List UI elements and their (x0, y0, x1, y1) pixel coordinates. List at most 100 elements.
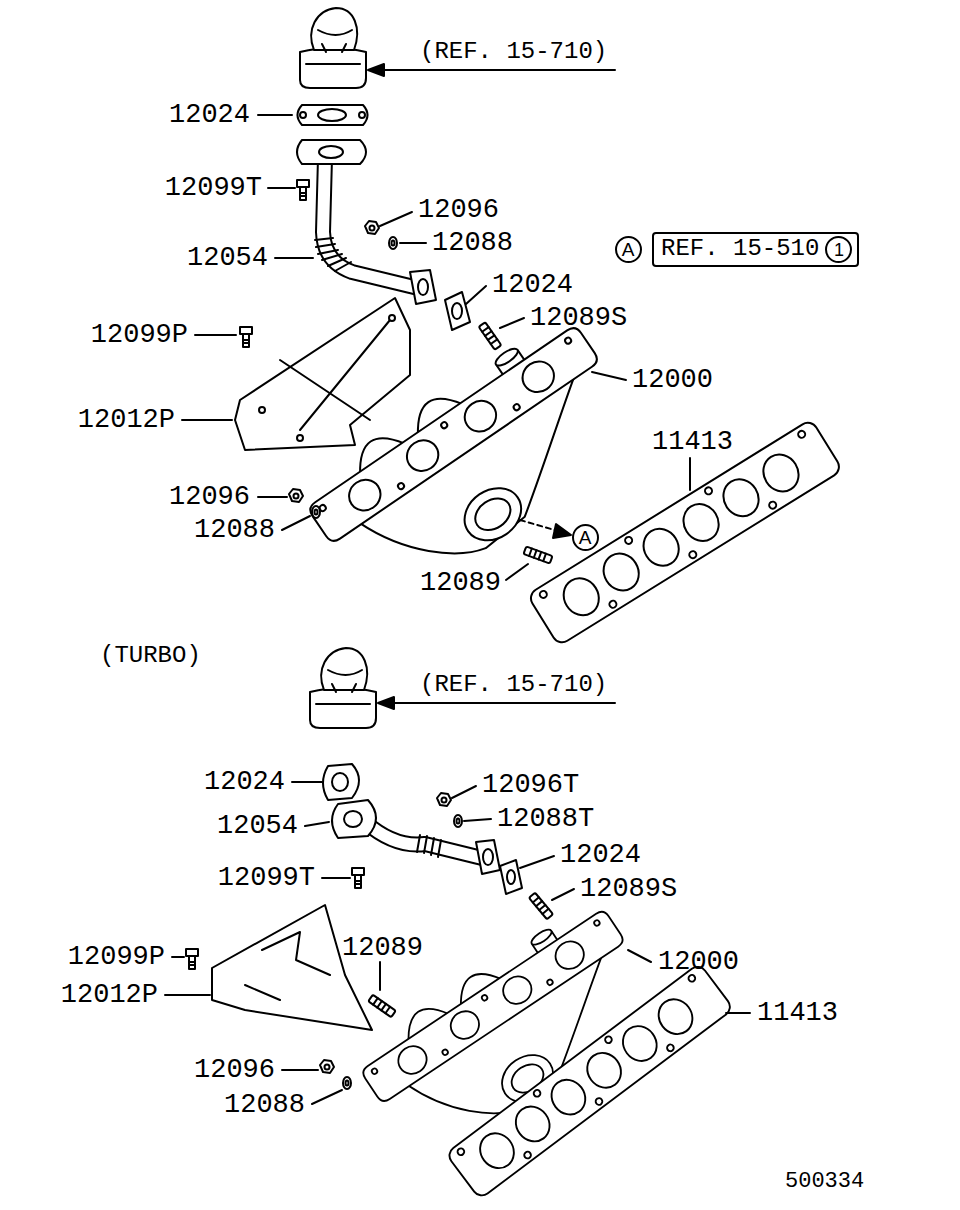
node-text: A (579, 528, 592, 547)
leader-lines (282, 1069, 318, 1071)
heat-shield (235, 298, 410, 450)
variant-note: (TURBO) (100, 644, 201, 668)
callout-number: 12096 (194, 1057, 275, 1084)
callout-number: 12096 (169, 484, 250, 511)
egr-gasket (318, 109, 346, 121)
leader-lines (452, 786, 476, 798)
bolt (186, 949, 198, 969)
reference-arrow (368, 64, 384, 76)
egr-gasket (323, 764, 359, 800)
leader-lines (689, 458, 691, 490)
egr-pipe (344, 811, 362, 827)
callout-number: 12024 (204, 769, 285, 796)
leader-lines (268, 187, 295, 189)
callout-number: 12024 (492, 272, 573, 299)
nut (365, 221, 379, 234)
egr-pipe (315, 238, 351, 271)
callout-number: 12088 (432, 230, 513, 257)
leader-lines (466, 286, 486, 304)
egr-valve (300, 8, 366, 88)
leader-lines (182, 419, 232, 421)
washer (343, 1077, 351, 1089)
leader-lines (292, 781, 322, 783)
egr-gasket (507, 870, 515, 884)
heat-shield (280, 320, 390, 430)
egr-valve (310, 648, 376, 728)
heat-shield (245, 932, 330, 1000)
nut (320, 1060, 334, 1073)
callout-number: 12096T (482, 772, 579, 799)
egr-gasket (298, 105, 368, 125)
callout-number: 11413 (652, 429, 733, 456)
stud (529, 893, 553, 920)
callout-number: 12099P (68, 944, 165, 971)
egr-gasket (445, 292, 470, 330)
leader-lines (379, 962, 381, 990)
egr-pipe (417, 835, 441, 857)
stud (523, 546, 552, 563)
leader-lines (500, 318, 524, 328)
egr-pipe (323, 158, 414, 287)
node-text: 1 (834, 241, 844, 259)
callout-number: 12099T (165, 175, 262, 202)
leader-lines (726, 1012, 750, 1014)
nut (365, 221, 379, 234)
callout-number: 12096 (418, 197, 499, 224)
leader-lines (520, 856, 554, 868)
heat-shield (389, 315, 395, 321)
callout-number: 12088 (194, 517, 275, 544)
leader-lines (464, 819, 491, 821)
callout-number: 12099T (218, 865, 315, 892)
reference-index: 1 (825, 236, 852, 263)
bolt (352, 868, 364, 888)
reference-arrow (520, 520, 571, 538)
egr-gasket (452, 303, 462, 319)
egr-gasket (332, 773, 348, 791)
washer (312, 506, 320, 518)
manifold-gasket (446, 963, 734, 1199)
egr-pipe (332, 800, 500, 874)
callout-number: 12089S (580, 876, 677, 903)
reference-box: REF. 15-510 1 (652, 232, 859, 267)
egr-pipe (365, 822, 482, 858)
heat-shield (297, 435, 303, 441)
leader-lines (172, 956, 184, 958)
leader-lines (592, 372, 626, 380)
washer (343, 1077, 351, 1089)
egr-valve (300, 8, 366, 88)
heat-shield (235, 298, 410, 450)
washer (454, 815, 462, 827)
leader-lines (506, 564, 528, 580)
washer (454, 815, 462, 827)
nut (437, 793, 451, 806)
leader-lines (628, 950, 651, 962)
leader-lines (275, 257, 313, 259)
egr-pipe (418, 279, 428, 295)
egr-pipe (297, 140, 366, 164)
stud (368, 995, 396, 1018)
leader-lines (195, 334, 236, 336)
egr-valve (310, 648, 376, 728)
callout-number: 11413 (757, 1000, 838, 1027)
callout-number: 12054 (217, 813, 298, 840)
diagram-number: 500334 (785, 1171, 864, 1193)
node-text: REF. 15-510 (661, 236, 819, 262)
callout-number: 12088T (497, 806, 594, 833)
stud (479, 322, 502, 350)
manifold-gasket (527, 419, 842, 646)
reference-marker: A (615, 236, 642, 263)
callout-number: 12012P (78, 407, 175, 434)
bolt (186, 949, 198, 969)
callout-number: 12099P (91, 322, 188, 349)
callout-number: 12000 (658, 949, 739, 976)
stud (479, 322, 502, 350)
egr-pipe (323, 158, 414, 287)
bolt (352, 868, 364, 888)
bolt (240, 327, 252, 347)
washer (312, 506, 320, 518)
egr-pipe (332, 800, 376, 838)
stud (523, 546, 552, 563)
leader-lines (165, 994, 210, 996)
